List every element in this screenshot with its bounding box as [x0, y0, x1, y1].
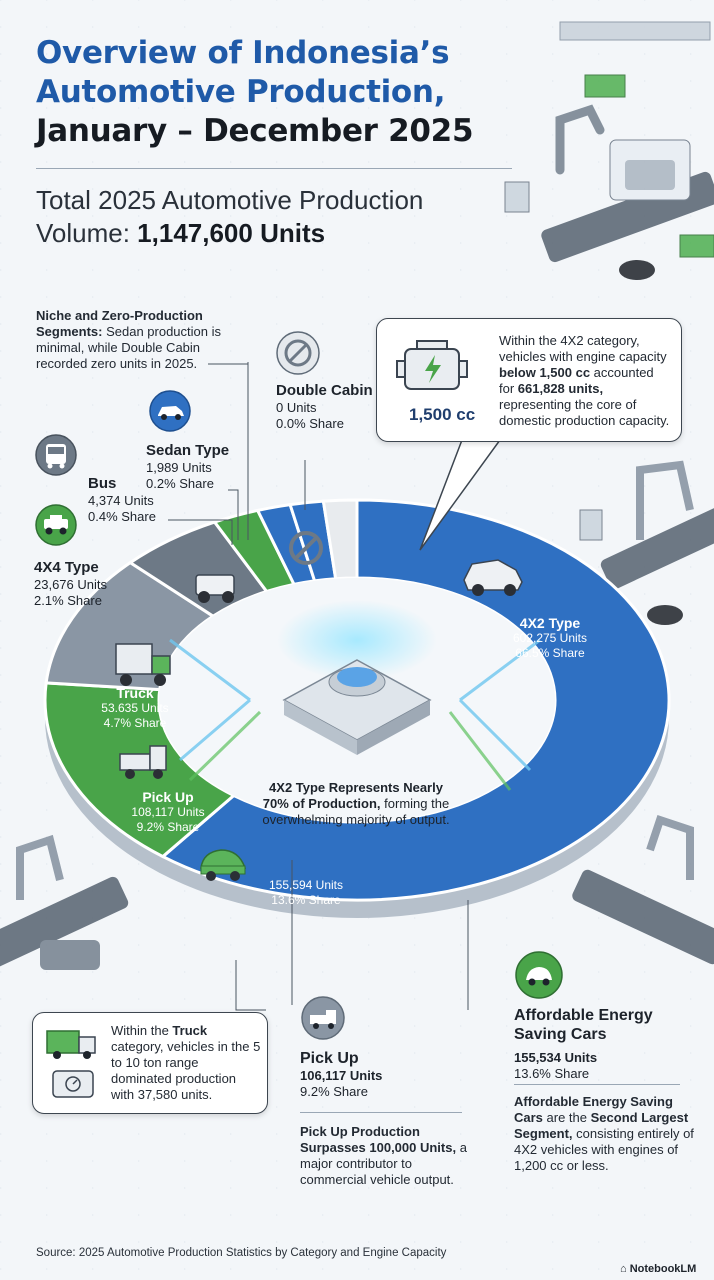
factory-left [0, 834, 129, 970]
center-note: 4X2 Type Represents Nearly 70% of Produc… [262, 780, 450, 827]
prohibited-icon-ring [289, 531, 323, 565]
factory-top-right [504, 21, 714, 280]
engine-callout-text: Within the 4X2 category, vehicles with e… [499, 333, 670, 428]
brand-logo: ⌂ NotebookLM [620, 1263, 697, 1275]
pickup-note: Pick Up Production Surpasses 100,000 Uni… [300, 1124, 467, 1187]
label-pickup: Pick Up 106,117 Units 9.2% Share [300, 1050, 383, 1099]
ring-label-truck: Truck 53.635 Units 4.7% Share [101, 685, 169, 731]
niche-note: Niche and Zero-Production Segments: Seda… [36, 308, 221, 371]
jeep-icon [35, 504, 77, 546]
pickup-divider [300, 1112, 462, 1113]
aesc-note: Affordable Energy Saving Cars are the Se… [514, 1094, 694, 1173]
title-divider [36, 168, 512, 169]
page-title: Overview of Indonesia’s Automotive Produ… [36, 35, 474, 149]
prohibited-icon [276, 331, 320, 375]
ring-label-aesc: 155,594 Units 13.6% Share [268, 878, 344, 907]
pickup-icon-ring [119, 745, 167, 779]
truck-callout: Within the Truck category, vehicles in t… [32, 1012, 268, 1114]
jeep-icon-ring [195, 574, 235, 603]
car-icon [149, 390, 191, 432]
car-icon-4x2 [463, 559, 523, 596]
truck-callout-text: Within the Truck category, vehicles in t… [111, 1023, 261, 1102]
leader-lines [168, 362, 469, 1011]
truck-icon-ring [115, 643, 171, 686]
aesc-divider [514, 1084, 680, 1085]
label-bus: Bus 4,374 Units 0.4% Share [88, 475, 156, 524]
bus-icon [35, 434, 77, 476]
label-sedan: Sedan Type 1,989 Units 0.2% Share [146, 442, 230, 491]
engine-callout: 1,500 cc Within the 4X2 category, vehicl… [376, 318, 682, 442]
ring-label-4x2: 4X2 Type 602,275 Units 66.5% Share [512, 615, 588, 661]
truck-icon [46, 1030, 96, 1098]
small-car-icon [515, 951, 563, 999]
engine-battery-icon [396, 340, 468, 390]
ring-label-pickup: Pick Up 108,117 Units 9.2% Share [131, 789, 205, 835]
label-aesc: Affordable Energy Saving Cars 155,534 Un… [514, 1007, 653, 1081]
label-double-cabin: Double Cabin 0 Units 0.0% Share [276, 382, 373, 431]
engine-cc-label: 1,500 cc [409, 405, 476, 424]
small-car-icon-ring [200, 849, 247, 881]
center-chip [169, 600, 541, 791]
total-production: Total 2025 Automotive Production Volume:… [36, 185, 424, 248]
pickup-truck-icon [301, 996, 345, 1040]
factory-mid-right [579, 460, 714, 625]
source-note: Source: 2025 Automotive Production Stati… [36, 1247, 447, 1259]
label-4x4: 4X4 Type 23,676 Units 2.1% Share [34, 559, 107, 608]
factory-right-bottom [572, 814, 714, 965]
